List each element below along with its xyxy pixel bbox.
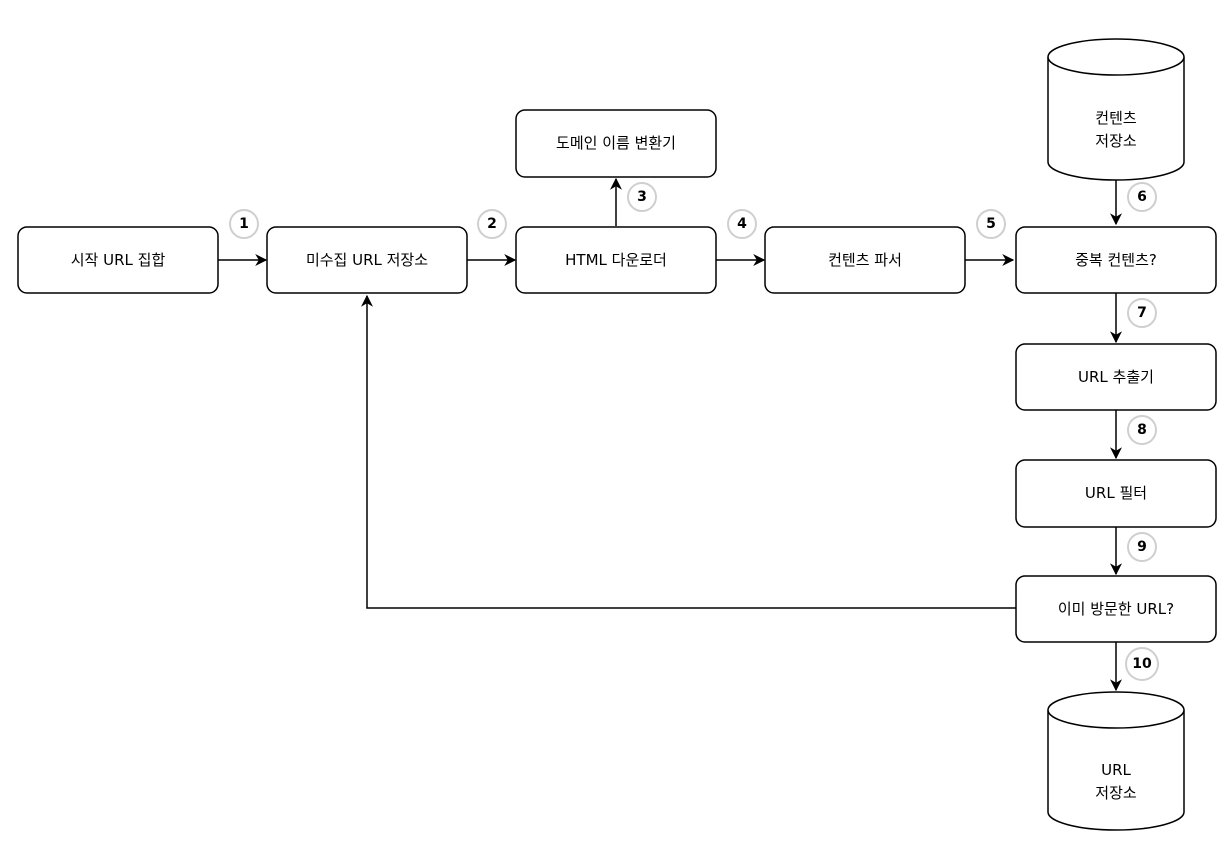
- step-number: 3: [637, 189, 647, 205]
- frontier-node: 미수집 URL 저장소: [266, 226, 468, 294]
- step-number: 6: [1137, 189, 1147, 205]
- step-marker-6: 6: [1127, 182, 1157, 212]
- url-storage-database: URL 저장소: [1047, 691, 1185, 831]
- content-storage-label-line2: 저장소: [1095, 132, 1137, 150]
- url-seen-label: 이미 방문한 URL?: [1058, 600, 1174, 618]
- dns-resolver-node: 도메인 이름 변환기: [515, 109, 717, 178]
- dns-resolver-label: 도메인 이름 변환기: [556, 134, 676, 152]
- content-parser-label: 컨텐츠 파서: [828, 251, 902, 269]
- url-storage-label-line1: URL: [1101, 761, 1131, 779]
- content-storage-label-line1: 컨텐츠: [1095, 109, 1137, 127]
- content-parser-node: 컨텐츠 파서: [764, 226, 966, 294]
- edge-url-seen-to-frontier: [361, 294, 1016, 609]
- url-filter-node: URL 필터: [1015, 459, 1217, 528]
- step-markers: 1 2 3 4 5 6 7 8: [229, 182, 1159, 681]
- url-storage-label-line2: 저장소: [1095, 784, 1137, 802]
- step-number: 4: [737, 216, 747, 232]
- step-number: 1: [239, 216, 249, 232]
- step-number: 7: [1137, 305, 1147, 321]
- step-marker-9: 9: [1127, 532, 1157, 562]
- html-downloader-label: HTML 다운로더: [565, 251, 667, 269]
- step-number: 9: [1137, 539, 1147, 555]
- step-marker-5: 5: [976, 209, 1006, 239]
- seed-urls-label: 시작 URL 집합: [71, 251, 166, 269]
- frontier-label: 미수집 URL 저장소: [306, 251, 428, 269]
- step-marker-10: 10: [1125, 647, 1159, 681]
- step-marker-8: 8: [1127, 415, 1157, 445]
- step-marker-7: 7: [1127, 298, 1157, 328]
- url-filter-label: URL 필터: [1085, 484, 1147, 502]
- step-marker-3: 3: [627, 182, 657, 212]
- step-number: 10: [1132, 656, 1152, 672]
- seed-urls-node: 시작 URL 집합: [17, 226, 219, 294]
- url-seen-node: 이미 방문한 URL?: [1015, 575, 1217, 643]
- step-number: 5: [986, 216, 996, 232]
- step-number: 8: [1137, 422, 1147, 438]
- step-marker-1: 1: [229, 209, 259, 239]
- step-marker-4: 4: [727, 209, 757, 239]
- step-marker-2: 2: [477, 209, 507, 239]
- content-storage-database: 컨텐츠 저장소: [1047, 38, 1185, 181]
- html-downloader-node: HTML 다운로더: [515, 226, 717, 294]
- url-extractor-label: URL 추출기: [1078, 368, 1154, 386]
- url-extractor-node: URL 추출기: [1015, 343, 1217, 411]
- edges: [218, 177, 1122, 692]
- step-number: 2: [487, 216, 497, 232]
- content-seen-label: 중복 컨텐츠?: [1075, 251, 1157, 269]
- content-seen-node: 중복 컨텐츠?: [1015, 226, 1217, 294]
